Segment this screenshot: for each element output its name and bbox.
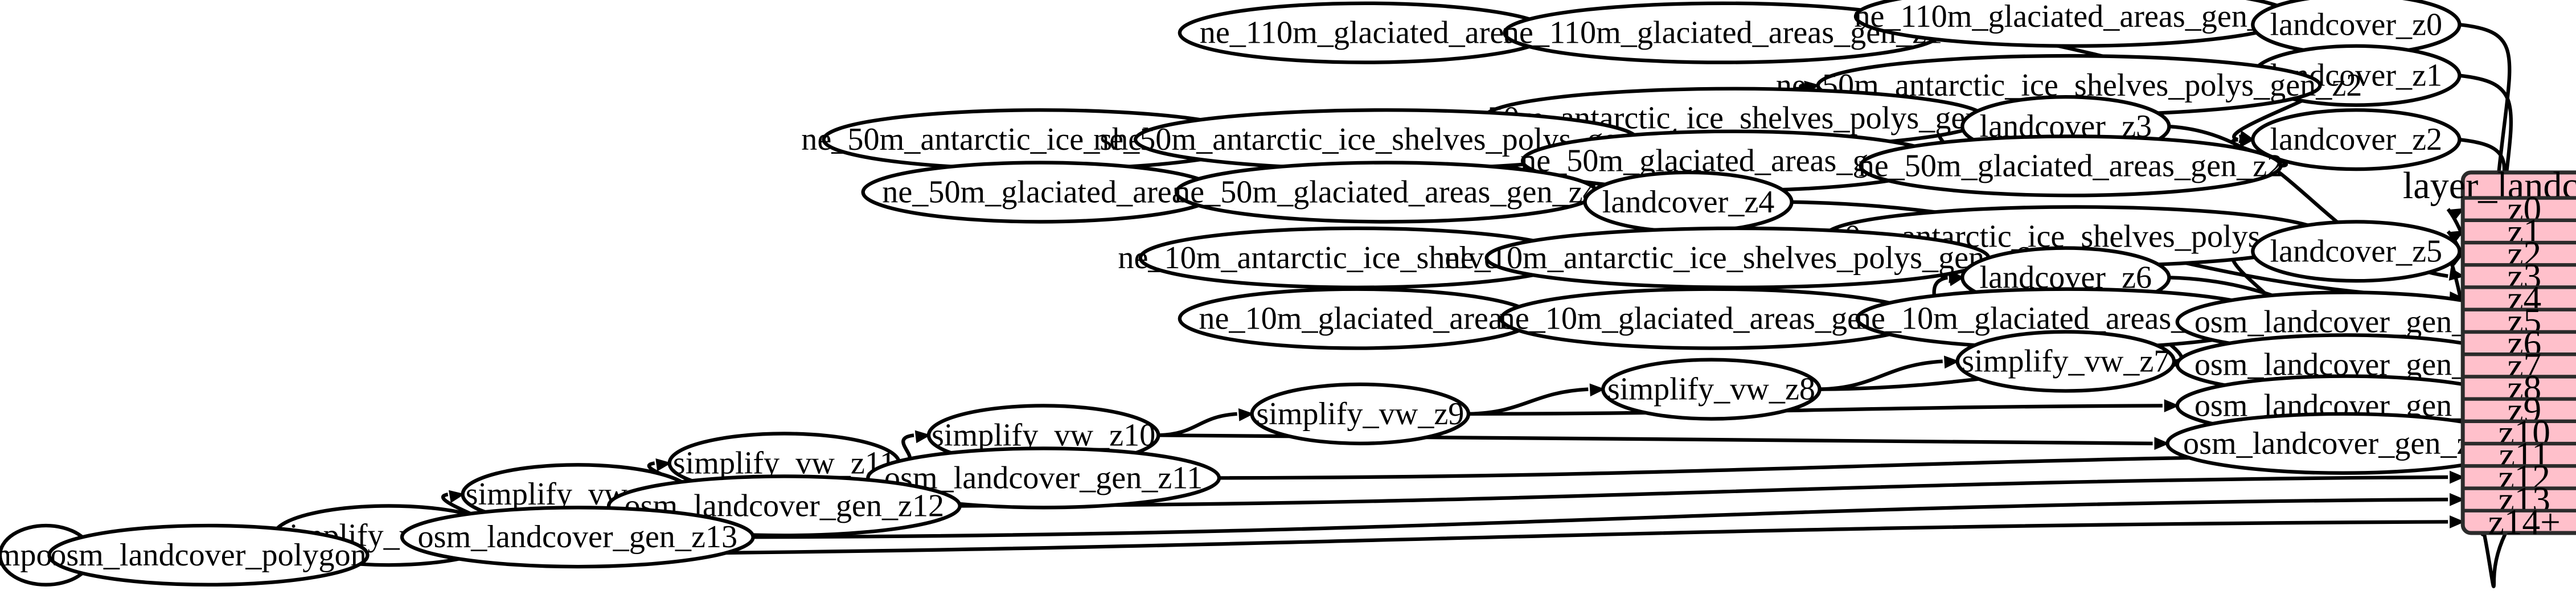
- edge-arrowhead: [2164, 399, 2180, 412]
- edge-osm_landcover_gen_z12-to-layer_landcover-z12: [959, 470, 2465, 508]
- record-port-z11[interactable]: z11: [2499, 434, 2550, 475]
- node-label: ne_10m_glaciated_areas: [1199, 301, 1515, 337]
- node-label: landcover_z2: [2270, 122, 2443, 157]
- node-simplify_vw_z7[interactable]: simplify_vw_z7: [1955, 330, 2176, 393]
- node-osm_landcover_gen_z13[interactable]: osm_landcover_gen_z13: [400, 506, 755, 569]
- node-landcover_z0[interactable]: landcover_z0: [2251, 0, 2462, 56]
- node-ne_50m_glaciated_areas[interactable]: ne_50m_glaciated_areas: [861, 161, 1220, 224]
- node-label: osm_landcover_gen_z10: [2183, 426, 2503, 461]
- record-node-layer-landcover[interactable]: layer_landcoverz0z1z2z3z4z5z6z7z8z9z10z1…: [2403, 165, 2576, 542]
- edge-arrowhead: [2450, 515, 2465, 528]
- record-port-z13[interactable]: z13: [2498, 479, 2550, 520]
- record-port-z14+[interactable]: z14+: [2488, 502, 2561, 542]
- edge-simplify_vw_z9-to-simplify_vw_z8: [1468, 383, 1605, 416]
- edge-path: [753, 497, 2448, 539]
- edge-arrowhead: [1948, 273, 1964, 286]
- node-label: osm_landcover_polygon: [50, 538, 366, 573]
- node-label: landcover_z0: [2270, 7, 2443, 42]
- record-port-z8[interactable]: z8: [2507, 367, 2541, 408]
- node-label: simplify_vw_z9: [1256, 396, 1464, 432]
- record-port-z5[interactable]: z5: [2507, 301, 2541, 341]
- record-port-z12[interactable]: z12: [2498, 457, 2550, 497]
- node-label: ne_50m_glaciated_areas: [882, 174, 1198, 210]
- node-ne_110m_glaciated_areas_gen_z0[interactable]: ne_110m_glaciated_areas_gen_z0: [1853, 0, 2294, 48]
- record-port-z6[interactable]: z6: [2507, 323, 2541, 363]
- node-ne_50m_glaciated_areas_gen_z4[interactable]: ne_50m_glaciated_areas_gen_z4: [1174, 161, 1599, 224]
- edge-arrowhead: [655, 458, 672, 471]
- record-node-layer: layer_landcoverz0z1z2z3z4z5z6z7z8z9z10z1…: [2403, 165, 2576, 542]
- edge-arrowhead: [1943, 355, 1960, 369]
- node-simplify_vw_z9[interactable]: simplify_vw_z9: [1250, 382, 1471, 445]
- edge-arrowhead: [1589, 383, 1605, 397]
- edge-arrowhead: [914, 430, 931, 444]
- node-landcover_z4[interactable]: landcover_z4: [1583, 170, 1794, 233]
- edge-path: [367, 520, 2448, 557]
- node-label: ne_110m_glaciated_areas_gen_z0: [1854, 0, 2294, 34]
- edge-arrowhead: [2448, 268, 2465, 281]
- edge-osm_landcover_gen_z13-to-layer_landcover-z13: [753, 493, 2465, 539]
- edge-path: [1158, 412, 1237, 437]
- edge-osm_landcover_polygon-to-layer_landcover-z14+: [367, 515, 2465, 557]
- node-label: landcover_z4: [1602, 184, 1775, 220]
- node-label: simplify_vw_z7: [1962, 344, 2169, 379]
- record-port-z3[interactable]: z3: [2507, 256, 2541, 296]
- record-port-z1[interactable]: z1: [2507, 211, 2541, 252]
- record-port-z9[interactable]: z9: [2507, 390, 2541, 430]
- node-label: ne_10m_glaciated_areas_gen_z6: [1499, 301, 1924, 337]
- record-port-z4[interactable]: z4: [2507, 278, 2541, 319]
- record-port-z7[interactable]: z7: [2507, 345, 2541, 386]
- node-osm_landcover_polygon[interactable]: osm_landcover_polygon: [47, 523, 370, 587]
- node-simplify_vw_z8[interactable]: simplify_vw_z8: [1601, 358, 1822, 421]
- edge-arrowhead: [1238, 408, 1254, 421]
- node-landcover_z2[interactable]: landcover_z2: [2251, 108, 2462, 171]
- edge-arrowhead: [2450, 470, 2465, 484]
- node-label: ne_50m_glaciated_areas_gen_z2: [1859, 148, 2283, 183]
- edge-arrowhead: [2448, 230, 2465, 244]
- edge-path: [1468, 404, 2163, 416]
- record-title: layer_landcover: [2403, 165, 2576, 207]
- edge-path: [1468, 387, 1589, 416]
- node-osm_landcover_gen_z7[interactable]: osm_landcover_gen_z7: [2175, 290, 2517, 354]
- node-ne_10m_glaciated_areas_gen_z6[interactable]: ne_10m_glaciated_areas_gen_z6: [1499, 287, 1924, 350]
- edge-arrowhead: [2239, 134, 2255, 147]
- record-port-z0[interactable]: z0: [2507, 189, 2541, 229]
- node-osm_landcover_gen_z10[interactable]: osm_landcover_gen_z10: [2165, 412, 2521, 475]
- node-landcover_z5[interactable]: landcover_z5: [2251, 220, 2462, 283]
- edge-path: [959, 475, 2448, 508]
- node-ne_50m_glaciated_areas_gen_z2[interactable]: ne_50m_glaciated_areas_gen_z2: [1859, 134, 2283, 198]
- node-ne_110m_glaciated_areas_gen_z1[interactable]: ne_110m_glaciated_areas_gen_z1: [1503, 1, 1943, 64]
- edge-arrowhead: [2448, 208, 2465, 222]
- node-ne_110m_glaciated_areas[interactable]: ne_110m_glaciated_areas: [1178, 1, 1553, 64]
- node-label: simplify_vw_z8: [1607, 372, 1815, 407]
- node-label: ne_50m_glaciated_areas_gen_z4: [1174, 174, 1599, 210]
- edge-simplify_vw_z9-to-osm_landcover_gen_z9: [1468, 399, 2180, 416]
- edge-arrowhead: [2154, 437, 2170, 450]
- node-label: osm_landcover_gen_z13: [418, 519, 738, 555]
- edge-simplify_vw_z10-to-simplify_vw_z9: [1158, 408, 1254, 437]
- record-port-z2[interactable]: z2: [2507, 233, 2541, 274]
- record-port-z10[interactable]: z10: [2498, 412, 2550, 453]
- node-label: ne_110m_glaciated_areas: [1200, 15, 1531, 51]
- edge-arrowhead: [2450, 493, 2465, 506]
- node-ne_10m_antarctic_ice_shelves_polys_gen_z6[interactable]: ne_10m_antarctic_ice_shelves_polys_gen_z…: [1445, 226, 2031, 289]
- nodes-layer: ne_110m_glaciated_areasne_110m_glaciated…: [0, 0, 2521, 587]
- edge-arrowhead: [448, 490, 465, 503]
- node-label: ne_10m_antarctic_ice_shelves_polys_gen_z…: [1445, 240, 2031, 276]
- node-ne_10m_glaciated_areas[interactable]: ne_10m_glaciated_areas: [1178, 287, 1536, 350]
- node-label: landcover_z5: [2270, 233, 2443, 269]
